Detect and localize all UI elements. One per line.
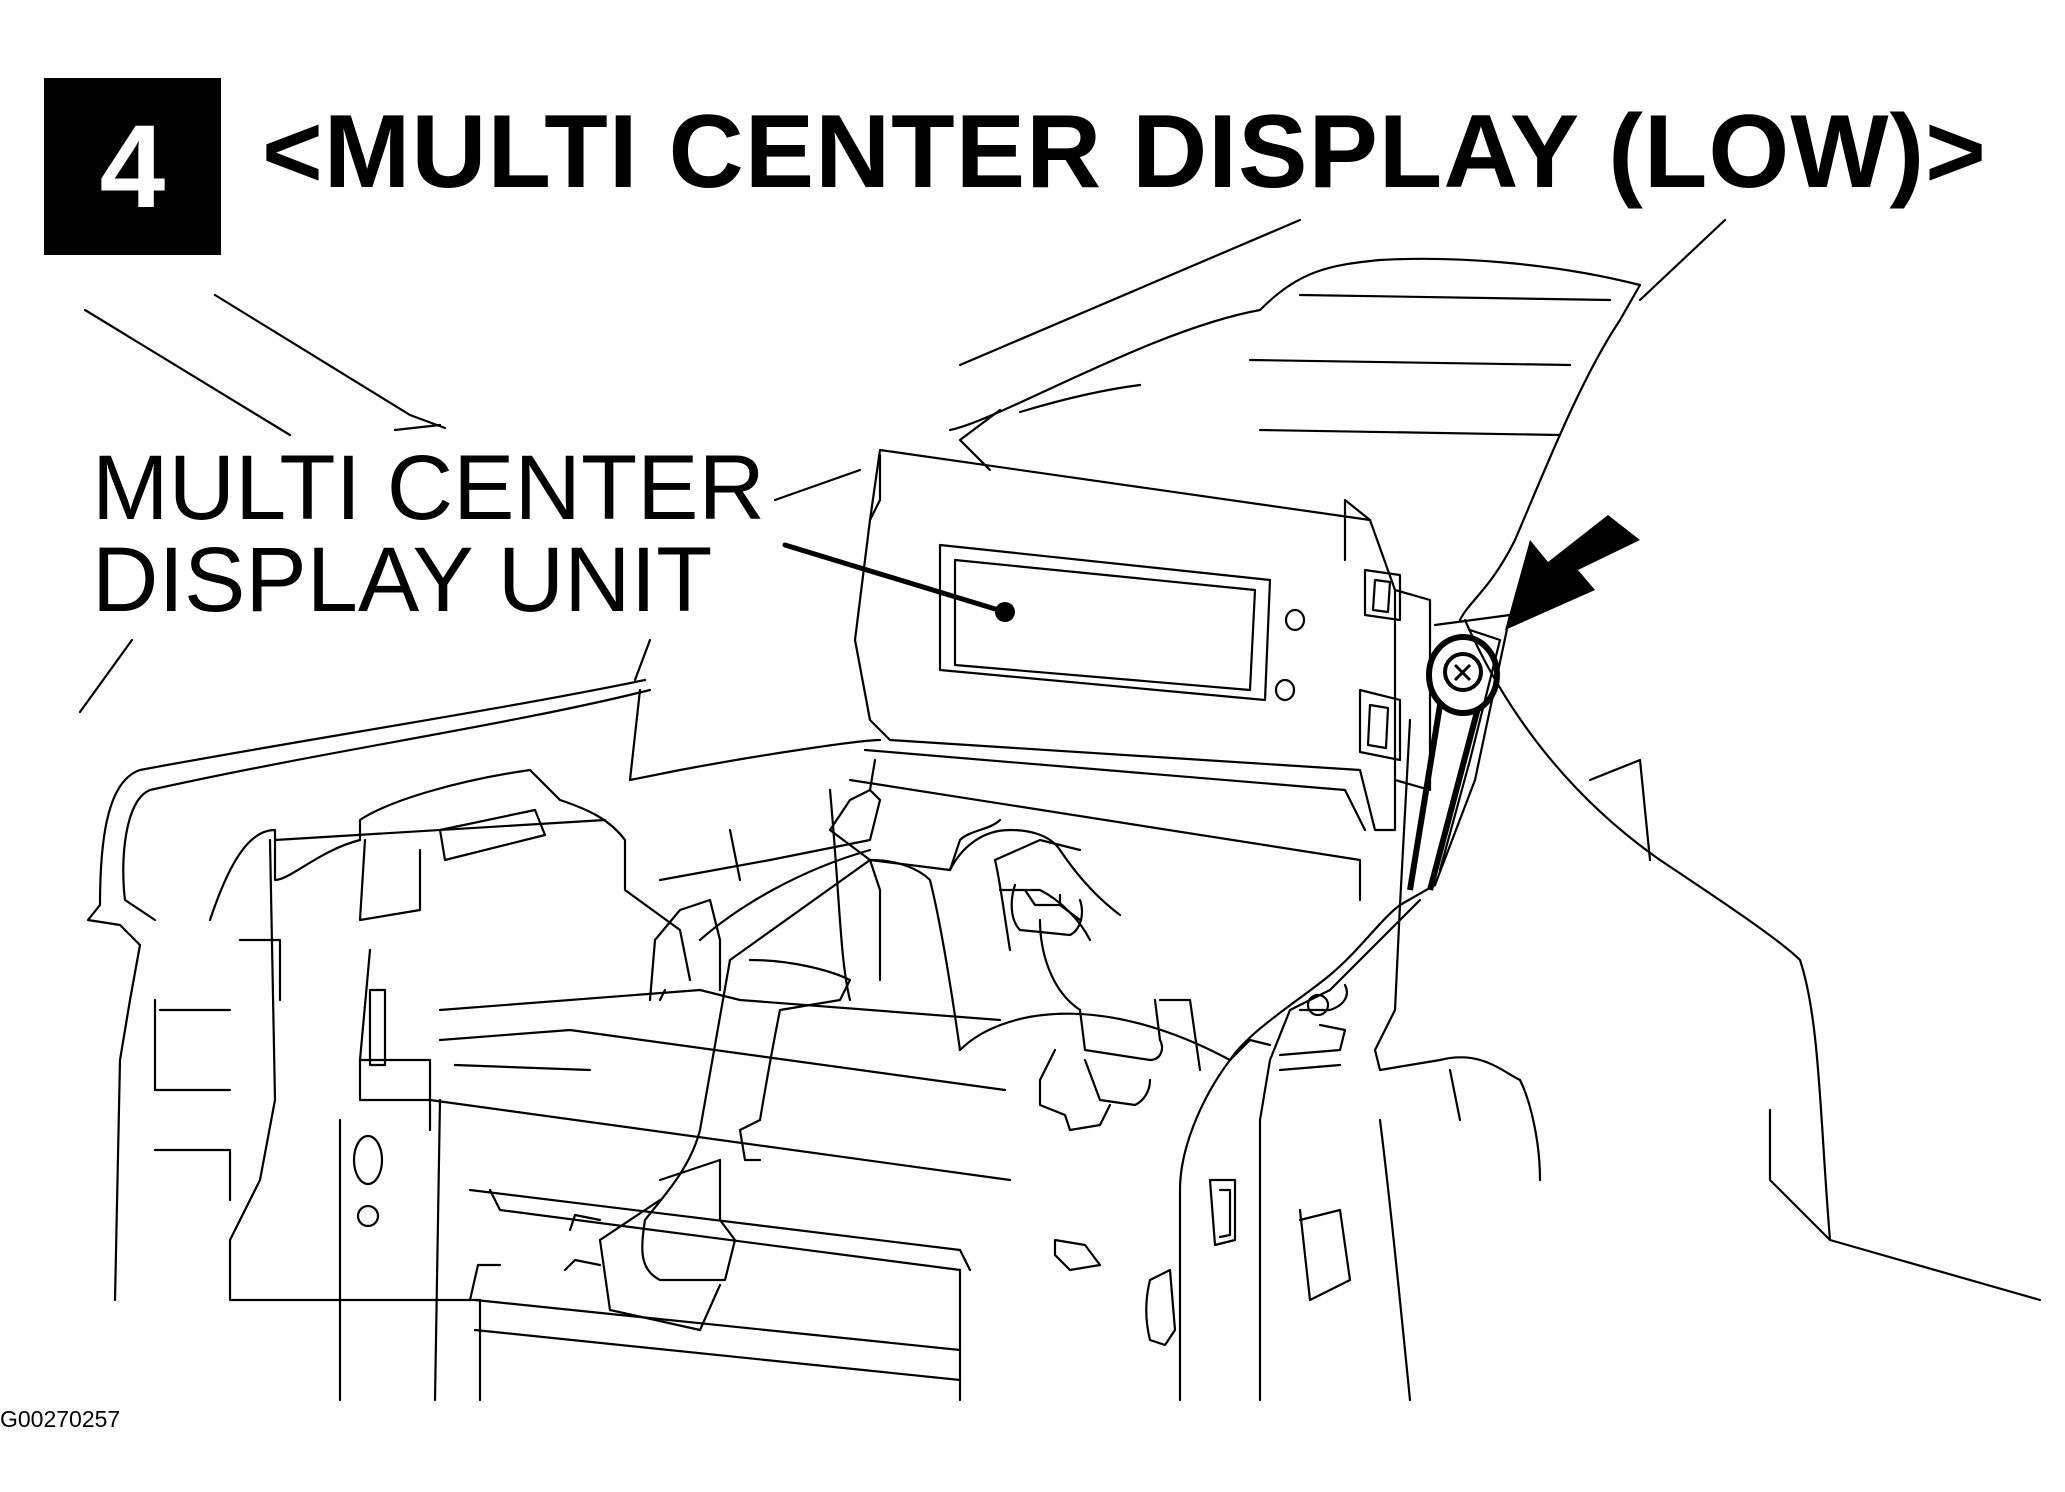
background-lines: [78, 218, 1727, 714]
arrow-icon: [1505, 515, 1640, 630]
page-title: <MULTI CENTER DISPLAY (LOW)>: [262, 94, 1987, 210]
callout-label: MULTI CENTER DISPLAY UNIT: [92, 442, 765, 626]
callout-leader-line: [782, 542, 1008, 615]
dashboard-upper-panel: [948, 257, 2042, 1302]
bolt-icon: [1407, 634, 1500, 891]
lower-dashboard: [86, 678, 1362, 1402]
figure-code: G00270257: [0, 1406, 121, 1432]
callout-line-2: DISPLAY UNIT: [92, 529, 713, 631]
step-number: 4: [99, 100, 166, 233]
display-unit: [853, 448, 1432, 832]
right-console-panel: [1145, 898, 1542, 1402]
step-number-box: 4: [44, 78, 221, 255]
callout-line-1: MULTI CENTER: [92, 437, 765, 539]
